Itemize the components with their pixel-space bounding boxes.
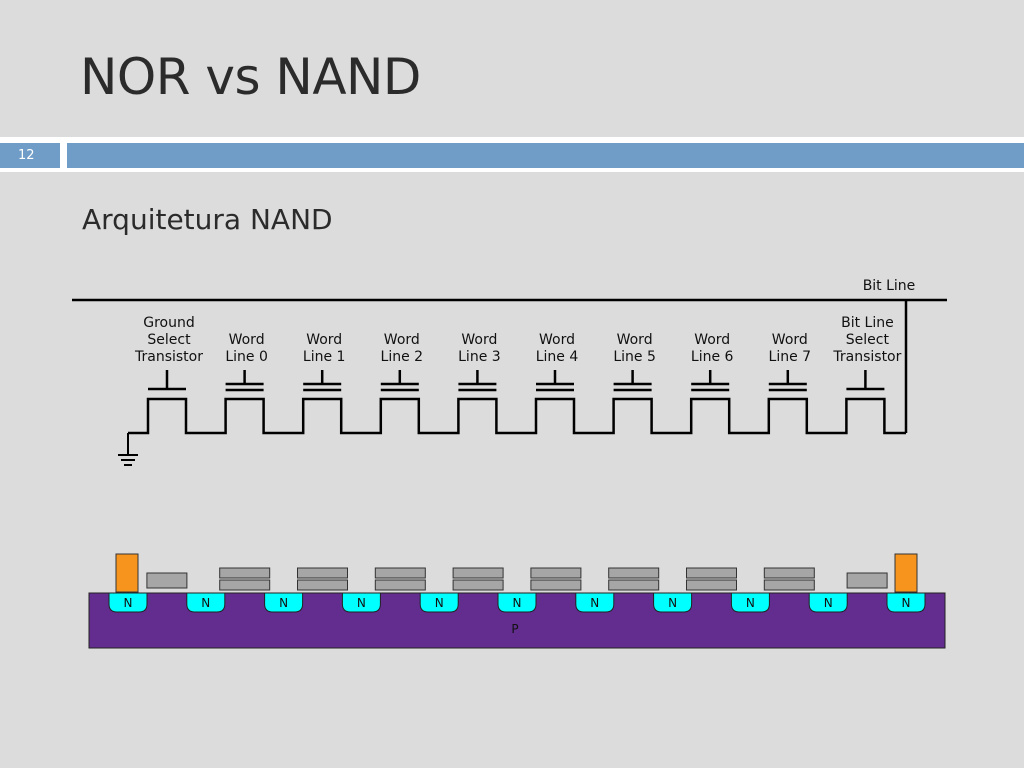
transistor-label: Word — [694, 332, 730, 348]
n-region-label: N — [902, 596, 911, 610]
gate-stack-5 — [530, 567, 582, 591]
transistor-label: Line 6 — [691, 349, 734, 365]
transistor-label: Line 2 — [381, 349, 424, 365]
gate-stack-6 — [608, 567, 660, 591]
transistor-label: Line 5 — [613, 349, 656, 365]
n-region: N — [186, 592, 226, 613]
transistor-label: Transistor — [134, 349, 203, 365]
n-region: N — [264, 592, 304, 613]
transistor-label: Word — [539, 332, 575, 348]
transistor-label: Line 3 — [458, 349, 501, 365]
transistor-label: Select — [147, 332, 191, 348]
transistor-label: Line 0 — [225, 349, 268, 365]
n-region: N — [575, 592, 615, 613]
n-region-label: N — [668, 596, 677, 610]
p-substrate-label: P — [511, 622, 518, 636]
bit-line-label: Bit Line — [863, 278, 916, 294]
n-region-label: N — [435, 596, 444, 610]
n-region: N — [419, 592, 459, 613]
n-region-label: N — [357, 596, 366, 610]
nand-string-wire — [128, 397, 906, 435]
select-contact — [115, 553, 139, 593]
select-contact — [894, 553, 918, 593]
gate-stack-3 — [374, 567, 426, 591]
transistor-label: Word — [384, 332, 420, 348]
transistor-label: Line 4 — [536, 349, 579, 365]
slide-subtitle: Arquitetura NAND — [82, 203, 333, 236]
n-region-label: N — [201, 596, 210, 610]
gate-stack-2 — [297, 567, 348, 591]
slide-number: 12 — [0, 143, 60, 168]
n-region-label: N — [824, 596, 833, 610]
n-region: N — [653, 592, 693, 613]
transistor-label: Bit Line — [841, 315, 894, 331]
n-region-label: N — [513, 596, 522, 610]
transistor-label: Word — [229, 332, 265, 348]
n-region-label: N — [590, 596, 599, 610]
transistor-label: Ground — [143, 315, 195, 331]
n-region: N — [497, 592, 537, 613]
n-region: N — [341, 592, 381, 613]
n-region-label: N — [124, 596, 133, 610]
transistor-label: Select — [846, 332, 890, 348]
transistor-label: Word — [772, 332, 808, 348]
transistor-label: Word — [306, 332, 342, 348]
nand-schematic: Bit Line GroundSelectTransistorWordLine … — [72, 278, 947, 466]
transistor-label: Transistor — [832, 349, 901, 365]
n-region: N — [730, 592, 770, 613]
gate-stack-1 — [219, 567, 271, 591]
gate-stack-8 — [763, 567, 815, 591]
n-region: N — [886, 592, 926, 613]
gate-stack-0 — [146, 572, 188, 589]
transistor-label: Line 1 — [303, 349, 346, 365]
n-region: N — [108, 592, 148, 613]
accent-band — [67, 143, 1024, 168]
ground-icon — [118, 433, 138, 466]
n-region-label: N — [279, 596, 288, 610]
gate-stack-4 — [452, 567, 504, 591]
transistor-label: Word — [461, 332, 497, 348]
transistor-label: Word — [617, 332, 653, 348]
transistor-label: Line 7 — [769, 349, 812, 365]
slide-title: NOR vs NAND — [80, 48, 421, 106]
gate-stack-9 — [846, 572, 888, 589]
n-region-label: N — [746, 596, 755, 610]
nand-cross-section: P N N N N N N N N N N N — [88, 553, 946, 649]
gate-stack-7 — [686, 567, 737, 591]
n-region: N — [808, 592, 848, 613]
